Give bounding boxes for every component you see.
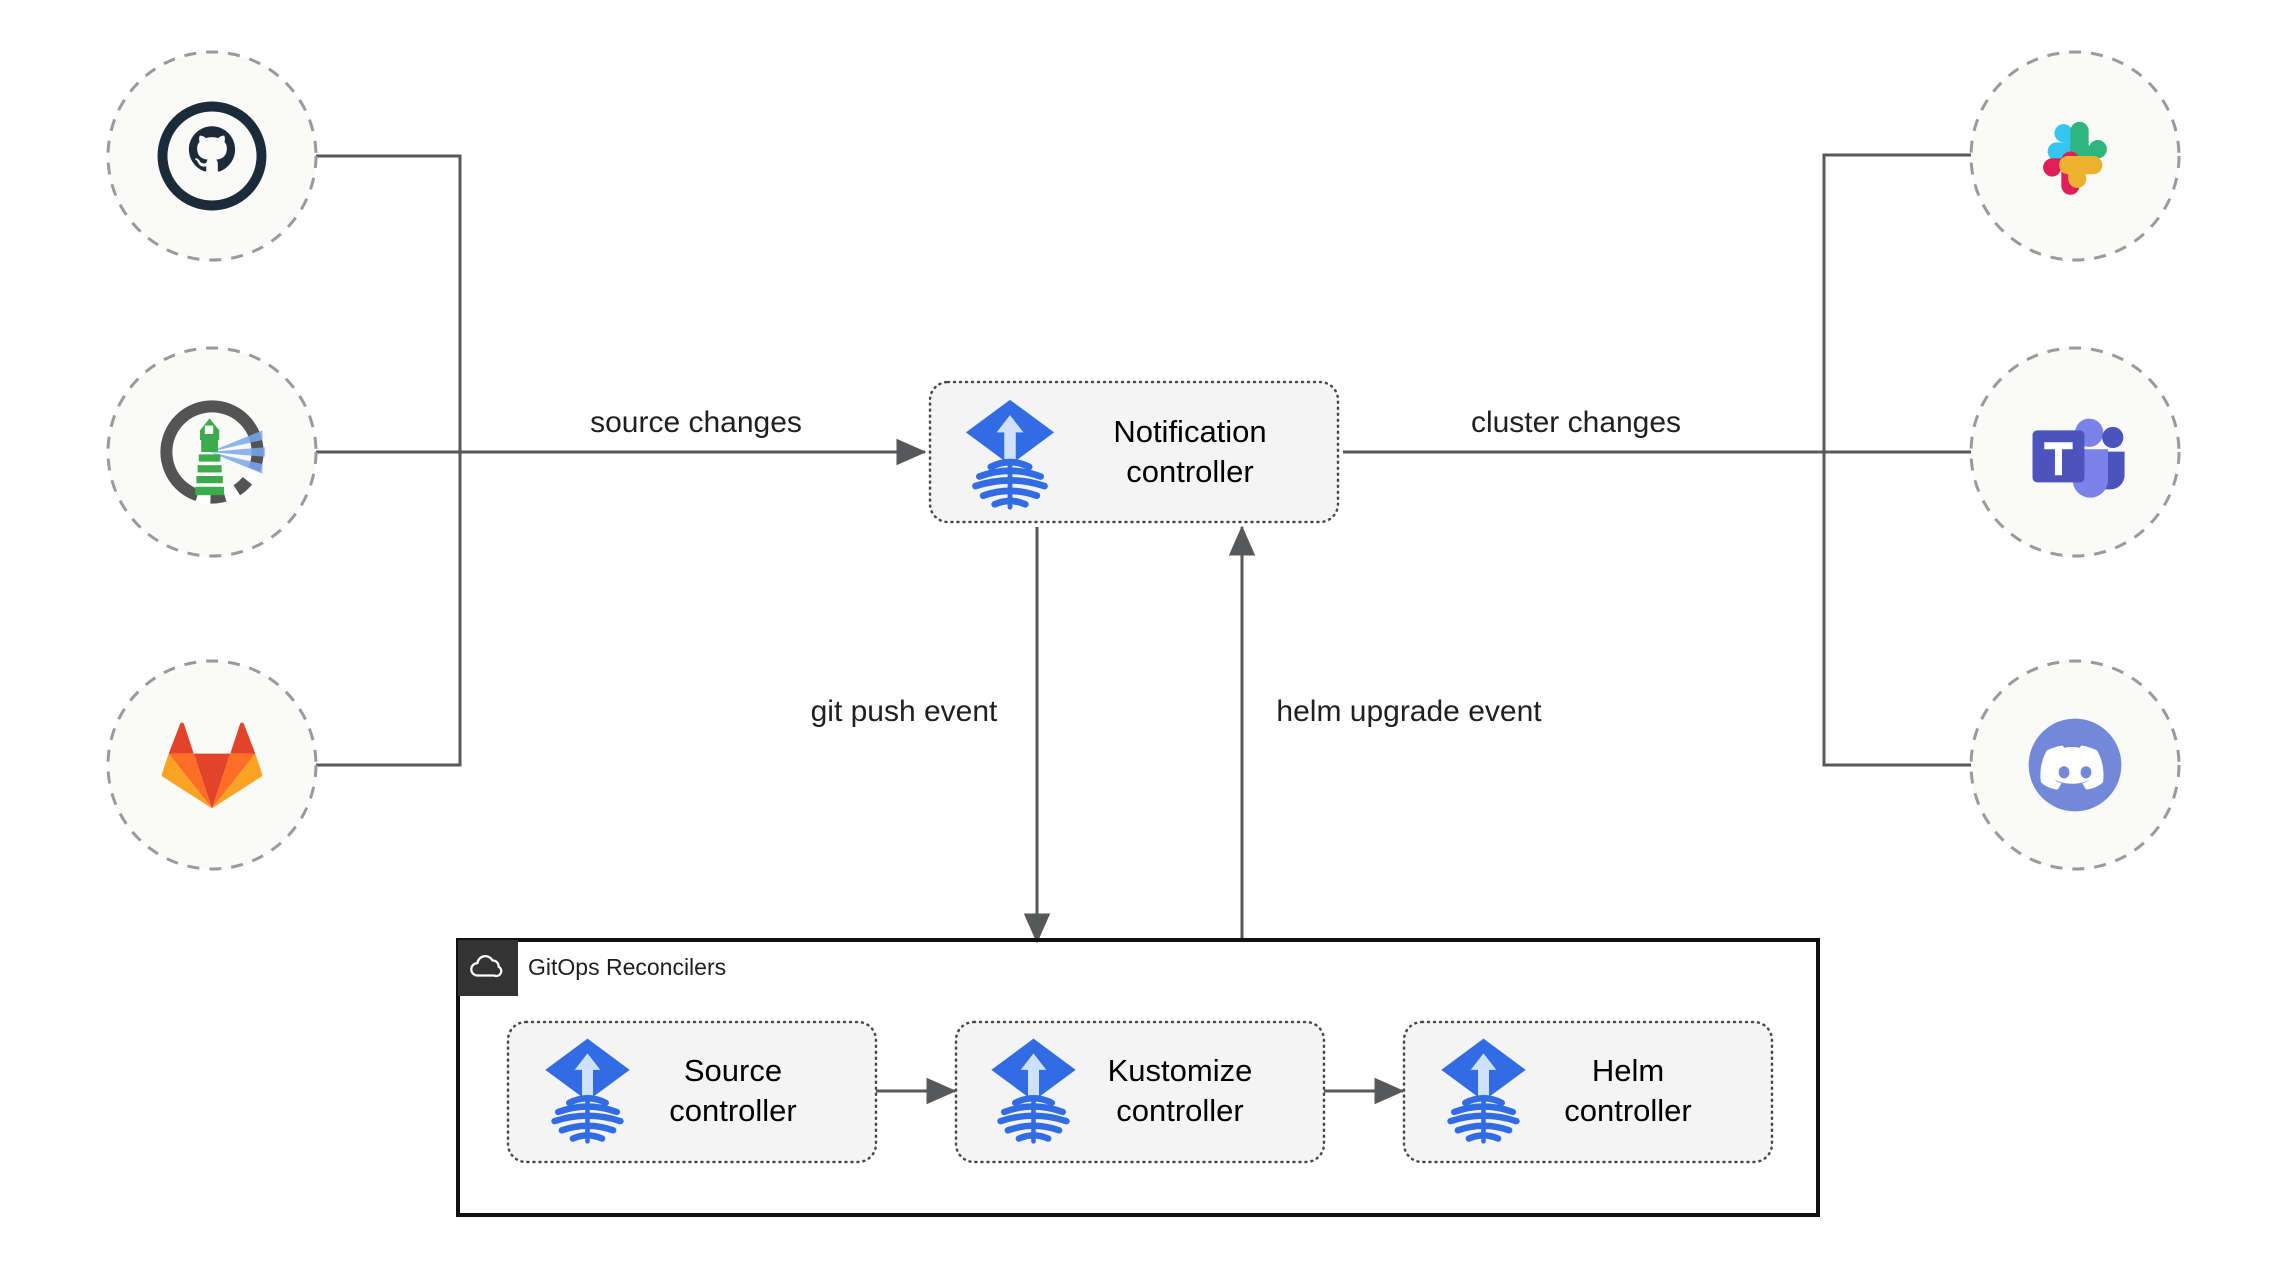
source-circle-github bbox=[106, 50, 318, 262]
edge-trunk-to-slack bbox=[1822, 141, 2002, 452]
edge-group-left bbox=[214, 154, 927, 767]
node-kustomize-controller[interactable]: Kustomize controller bbox=[954, 1020, 1326, 1164]
helm-controller-box bbox=[1402, 1020, 1774, 1164]
destination-node-discord[interactable] bbox=[1969, 659, 2181, 871]
node-helm-controller[interactable]: Helm controller bbox=[1402, 1020, 1774, 1164]
source-node-gitlab[interactable] bbox=[106, 659, 318, 871]
edge-label-git-push-event: git push event bbox=[811, 695, 998, 728]
source-controller-label-1: Source bbox=[684, 1053, 782, 1088]
edge-group-vertical bbox=[1023, 525, 1256, 944]
kustomize-controller-box bbox=[954, 1020, 1326, 1164]
source-controller-label-2: controller bbox=[669, 1093, 797, 1128]
node-source-controller[interactable]: Source controller bbox=[506, 1020, 878, 1164]
group-border bbox=[456, 938, 1820, 1217]
notification-controller-box bbox=[928, 380, 1340, 524]
edge-label-source-changes: source changes bbox=[590, 406, 802, 439]
source-controller-box bbox=[506, 1020, 878, 1164]
notification-controller-label-2: controller bbox=[1126, 454, 1254, 489]
group-tab bbox=[458, 940, 518, 996]
destination-node-teams[interactable] bbox=[1969, 346, 2181, 558]
edge-group-right bbox=[1343, 141, 2002, 779]
discord-icon bbox=[2028, 718, 2122, 812]
notification-controller-label-1: Notification bbox=[1113, 414, 1266, 449]
edge-label-cluster-changes: cluster changes bbox=[1471, 406, 1681, 439]
helm-controller-label-2: controller bbox=[1564, 1093, 1692, 1128]
kustomize-controller-label-2: controller bbox=[1116, 1093, 1244, 1128]
helm-controller-label-1: Helm bbox=[1592, 1053, 1664, 1088]
group-title: GitOps Reconcilers bbox=[528, 954, 726, 980]
source-node-flux[interactable] bbox=[106, 346, 318, 558]
gitops-reconcilers-group: GitOps Reconcilers bbox=[456, 938, 1820, 1217]
source-node-github[interactable] bbox=[106, 50, 318, 262]
edge-label-helm-upgrade-event: helm upgrade event bbox=[1276, 695, 1542, 728]
destination-node-slack[interactable] bbox=[1969, 50, 2181, 262]
edge-trunk-to-discord bbox=[1822, 452, 2002, 779]
kustomize-controller-label-1: Kustomize bbox=[1108, 1053, 1253, 1088]
node-notification-controller[interactable]: Notification controller bbox=[928, 380, 1340, 524]
